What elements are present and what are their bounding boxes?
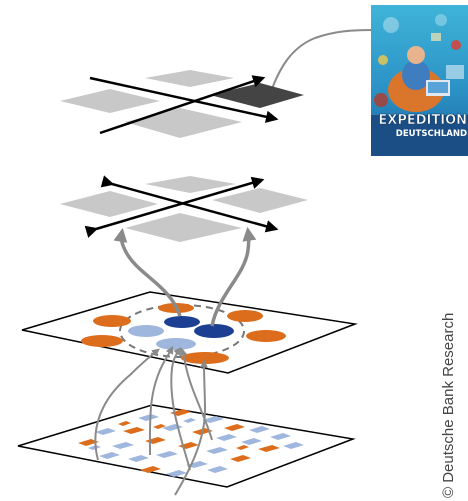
middle-tile-bottom [125,213,242,242]
top-tile-top [145,70,234,87]
orange-node [81,335,123,347]
arrow-data-to-cluster [94,348,160,461]
middle-axis-arrow-b [84,176,265,238]
cluster-plane-surface [21,291,358,374]
cover-connector-line [267,29,373,101]
data-plane [17,404,356,488]
scattered-cells [78,409,304,477]
arrow-data-to-cluster [174,359,209,496]
middle-tile-left [60,191,158,217]
cover-title-line2: DEUTSCHLAND [396,129,467,139]
arrow-cluster-to-middle-left [113,227,182,317]
cluster-plane [21,291,358,374]
top-tile-left [60,89,160,113]
cluster-dashed-ring [119,304,245,358]
arrow-data-to-cluster [170,347,191,471]
lightblue-node [156,338,196,350]
top-tile-highlighted [210,83,304,108]
arrow-cluster-to-middle-right [210,226,257,327]
top-tile-bottom [125,108,242,138]
orange-node [93,315,131,327]
navy-node [164,316,200,328]
orange-node [181,352,229,364]
expedition-deutschland-cover-image: EXPEDITION DEUTSCHLAND [371,5,468,156]
flow-arrows [94,226,257,496]
orange-node [246,330,286,342]
arrow-data-to-cluster [148,345,174,456]
navy-node [194,324,234,338]
credit-label: © Deutsche Bank Research [440,313,457,498]
credit-text: © Deutsche Bank Research [440,313,457,498]
cover-title-line1: EXPEDITION [378,113,467,128]
top-axis-arrow-b [89,76,279,123]
middle-layer [60,175,308,242]
lightblue-node [128,325,164,337]
orange-node [227,310,263,322]
top-axis-arrow-a [99,75,266,135]
top-layer [60,70,304,138]
